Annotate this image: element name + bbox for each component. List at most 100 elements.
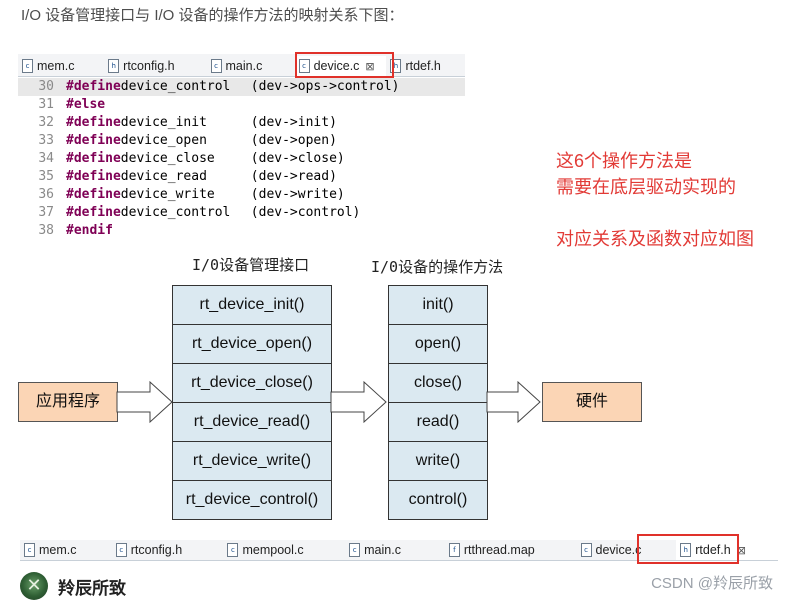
macro-name: device_control	[120, 205, 231, 220]
bottom-editor-tabbar: c mem.c c rtconfig.h c mempool.c c main.…	[20, 540, 778, 561]
tab-device-c[interactable]: c device.c	[577, 540, 677, 560]
c-file-icon: c	[349, 543, 361, 557]
line-number: 38	[38, 223, 54, 238]
macro-name: device_init	[120, 115, 207, 130]
code-line: 34#define device_close(dev->close)	[18, 150, 465, 168]
close-tab-icon[interactable]: ⊠	[736, 543, 746, 557]
application-box: 应用程序	[18, 382, 118, 422]
c-file-icon: c	[210, 59, 222, 73]
preprocessor-keyword: #define	[66, 115, 121, 130]
line-number: 33	[38, 133, 54, 148]
interface-func-cell: rt_device_open()	[173, 325, 331, 364]
note-line-1: 这6个操作方法是	[556, 151, 693, 171]
code-line: 38 #endif	[18, 222, 465, 240]
preprocessor-keyword: #define	[66, 205, 121, 220]
line-number: 34	[38, 151, 54, 166]
line-number: 37	[38, 205, 54, 220]
macro-expr: (dev->open)	[250, 133, 337, 148]
tab-label: mem.c	[37, 59, 75, 73]
tab-rtconfig-h[interactable]: h rtconfig.h	[104, 56, 206, 76]
op-func-cell: init()	[389, 286, 487, 325]
op-func-cell: read()	[389, 403, 487, 442]
tab-label: device.c	[313, 59, 360, 73]
tab-label: mempool.c	[242, 543, 304, 557]
top-editor-tabbar: c mem.c h rtconfig.h c main.c c device.c…	[18, 54, 465, 77]
macro-expr: (dev->ops->control)	[250, 79, 400, 94]
line-number: 31	[38, 97, 54, 112]
device-op-column: init() open() close() read() write() con…	[388, 285, 488, 520]
c-file-icon: c	[115, 543, 127, 557]
tab-label: rtdef.h	[695, 543, 731, 557]
tab-label: main.c	[364, 543, 401, 557]
arrow-app-to-interface	[116, 380, 173, 424]
preprocessor-keyword: #define	[66, 187, 121, 202]
interface-function-column: rt_device_init() rt_device_open() rt_dev…	[172, 285, 332, 520]
interface-func-cell: rt_device_write()	[173, 442, 331, 481]
hardware-box: 硬件	[542, 382, 642, 422]
tab-main-c[interactable]: c main.c	[345, 540, 445, 560]
code-line: 32#define device_init(dev->init)	[18, 114, 465, 132]
preprocessor-keyword: #endif	[66, 223, 113, 238]
macro-name: device_read	[120, 169, 207, 184]
code-line: 33#define device_open(dev->open)	[18, 132, 465, 150]
tab-rtdef-h[interactable]: h rtdef.h ⊠	[676, 540, 778, 560]
author-name[interactable]: 羚辰所致	[58, 578, 126, 598]
interface-func-cell: rt_device_control()	[185, 491, 319, 508]
methods-column-title: I/0设备的操作方法	[371, 258, 504, 276]
code-line: 30 #define device_control (dev->ops->contr…	[18, 78, 465, 96]
avatar[interactable]: ✕	[20, 572, 48, 600]
tab-mem-c[interactable]: c mem.c	[18, 56, 104, 76]
macro-name: device_close	[120, 151, 215, 166]
op-func-cell: control()	[408, 491, 468, 508]
code-line: 35#define device_read(dev->read)	[18, 168, 465, 186]
tab-label: rtthread.map	[463, 543, 535, 557]
file-icon: f	[448, 543, 460, 557]
tab-label: device.c	[595, 543, 642, 557]
op-func-cell: open()	[389, 325, 487, 364]
preprocessor-keyword: #define	[66, 79, 121, 94]
macro-expr: (dev->write)	[250, 187, 345, 202]
op-func-cell: close()	[389, 364, 487, 403]
line-number: 35	[38, 169, 54, 184]
note-line-2: 需要在底层驱动实现的	[556, 177, 736, 197]
tab-mempool-c[interactable]: c mempool.c	[223, 540, 345, 560]
c-file-icon: c	[22, 59, 33, 73]
arrow-interface-to-ops	[330, 380, 387, 424]
code-line: 31 #else	[18, 96, 465, 114]
preprocessor-keyword: #define	[66, 133, 121, 148]
tab-rtdef-h[interactable]: h rtdef.h	[386, 56, 465, 76]
h-file-icon: h	[108, 59, 120, 73]
csdn-watermark: CSDN @羚辰所致	[651, 575, 773, 592]
line-number: 36	[38, 187, 54, 202]
author-footer: ✕ 羚辰所致	[20, 572, 126, 600]
tab-label: main.c	[225, 59, 263, 73]
macro-expr: (dev->close)	[250, 151, 345, 166]
interface-column-title: I/0设备管理接口	[192, 256, 310, 274]
tab-rtthread-map[interactable]: f rtthread.map	[445, 540, 577, 560]
h-file-icon: h	[680, 543, 692, 557]
tab-label: rtdef.h	[405, 59, 441, 73]
c-file-icon: c	[227, 543, 239, 557]
preprocessor-keyword: #else	[66, 97, 106, 112]
c-file-icon: c	[24, 543, 35, 557]
code-editor: 30 #define device_control (dev->ops->contr…	[18, 78, 465, 246]
line-number: 30	[38, 79, 54, 94]
intro-text: I/O 设备管理接口与 I/O 设备的操作方法的映射关系下图：	[21, 7, 404, 24]
tab-main-c[interactable]: c main.c	[207, 56, 295, 76]
tab-device-c[interactable]: c device.c ⊠	[294, 56, 387, 76]
macro-name: device_control	[120, 79, 231, 94]
interface-func-cell: rt_device_read()	[173, 403, 331, 442]
c-file-icon: c	[298, 59, 310, 73]
arrow-ops-to-hardware	[486, 380, 541, 424]
macro-expr: (dev->read)	[250, 169, 337, 184]
tab-mem-c[interactable]: c mem.c	[20, 540, 112, 560]
tab-label: mem.c	[39, 543, 77, 557]
op-func-cell: write()	[389, 442, 487, 481]
note-line-3: 对应关系及函数对应如图	[556, 229, 754, 249]
tab-rtconfig-h[interactable]: c rtconfig.h	[112, 540, 224, 560]
h-file-icon: h	[390, 59, 402, 73]
c-file-icon: c	[580, 543, 592, 557]
close-tab-icon[interactable]: ⊠	[365, 59, 375, 73]
tab-label: rtconfig.h	[130, 543, 183, 557]
